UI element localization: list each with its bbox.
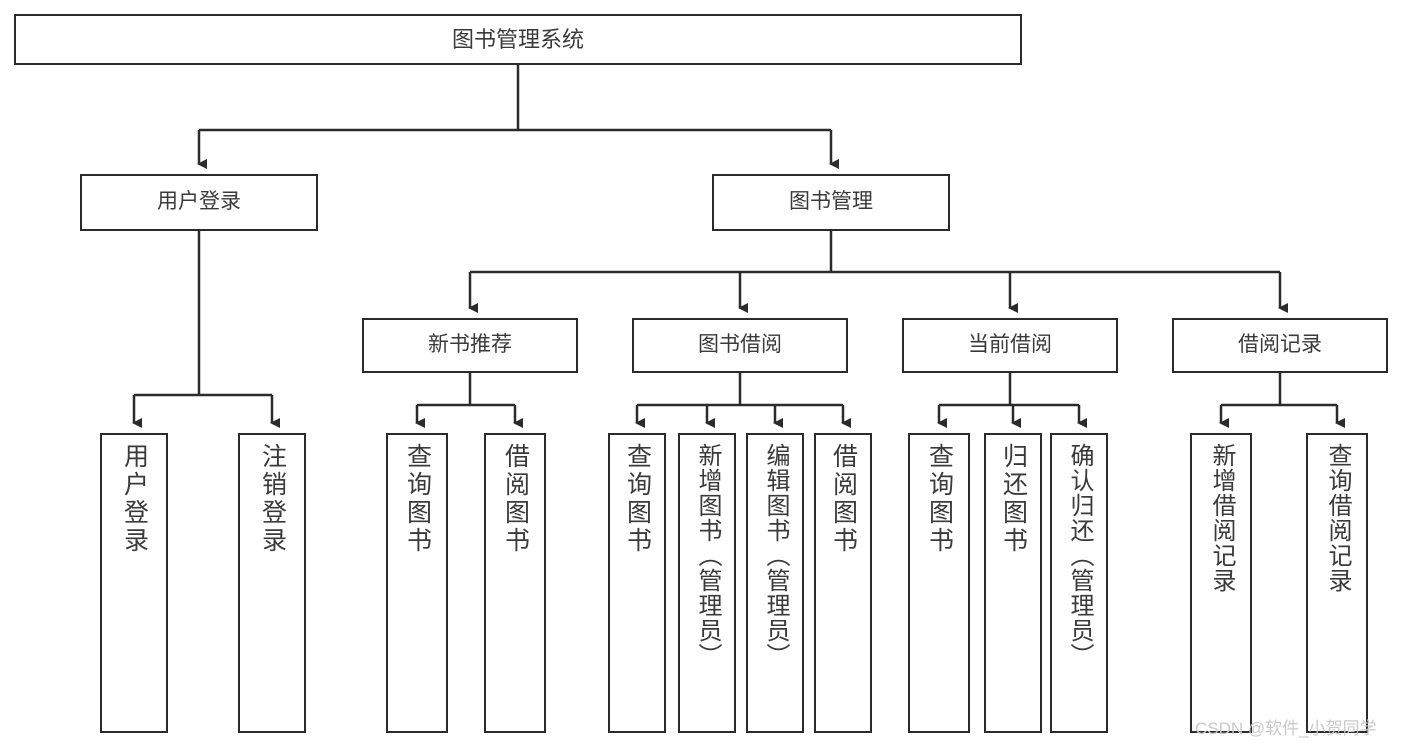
node-book-manage-label: 图书管理 (789, 190, 873, 214)
leaf-leaf-edit-book[interactable]: 编辑图书（管理员） (746, 433, 804, 733)
node-root[interactable]: 图书管理系统 (14, 14, 1022, 65)
node-borrow-record[interactable]: 借阅记录 (1172, 318, 1388, 373)
leaf-leaf-add-book-label: 新增图书（管理员） (694, 443, 721, 668)
node-new-book-recommend[interactable]: 新书推荐 (362, 318, 578, 373)
leaf-leaf-borrow-book-label: 借阅图书 (829, 443, 858, 555)
leaf-leaf-query-book-cur-label: 查询图书 (925, 443, 954, 555)
leaf-leaf-user-login-label: 用户登录 (120, 443, 149, 555)
node-root-label: 图书管理系统 (451, 26, 584, 52)
node-book-borrow[interactable]: 图书借阅 (632, 318, 848, 373)
leaf-leaf-query-book-cur[interactable]: 查询图书 (908, 433, 970, 733)
leaf-leaf-return-book-label: 归还图书 (999, 443, 1028, 555)
leaf-leaf-query-book-borrow[interactable]: 查询图书 (608, 433, 666, 733)
leaf-leaf-borrow-book[interactable]: 借阅图书 (814, 433, 872, 733)
leaf-leaf-add-record-label: 新增借阅记录 (1208, 443, 1235, 593)
leaf-leaf-logout[interactable]: 注销登录 (238, 433, 306, 733)
node-user-login[interactable]: 用户登录 (80, 174, 318, 231)
leaf-leaf-borrow-book-new[interactable]: 借阅图书 (484, 433, 546, 733)
node-current-borrow[interactable]: 当前借阅 (902, 318, 1118, 373)
leaf-leaf-confirm-return-label: 确认归还（管理员） (1066, 443, 1093, 668)
leaf-leaf-edit-book-label: 编辑图书（管理员） (762, 443, 789, 668)
csdn-watermark: CSDN @软件_小贺同学 (1195, 719, 1377, 738)
leaf-leaf-user-login[interactable]: 用户登录 (100, 433, 168, 733)
leaf-leaf-add-book[interactable]: 新增图书（管理员） (678, 433, 736, 733)
leaf-leaf-logout-label: 注销登录 (258, 443, 287, 555)
leaf-leaf-query-record[interactable]: 查询借阅记录 (1306, 433, 1368, 733)
leaf-leaf-query-book-new-label: 查询图书 (403, 443, 432, 555)
node-current-borrow-label: 当前借阅 (968, 333, 1052, 357)
leaf-leaf-query-book-new[interactable]: 查询图书 (386, 433, 448, 733)
leaf-leaf-add-record[interactable]: 新增借阅记录 (1190, 433, 1252, 733)
leaf-leaf-query-book-borrow-label: 查询图书 (623, 443, 652, 555)
leaf-leaf-query-record-label: 查询借阅记录 (1324, 443, 1351, 593)
leaf-leaf-return-book[interactable]: 归还图书 (984, 433, 1042, 733)
node-new-book-recommend-label: 新书推荐 (428, 333, 512, 357)
node-borrow-record-label: 借阅记录 (1238, 333, 1322, 357)
leaf-leaf-borrow-book-new-label: 借阅图书 (501, 443, 530, 555)
leaf-leaf-confirm-return[interactable]: 确认归还（管理员） (1050, 433, 1108, 733)
node-book-borrow-label: 图书借阅 (698, 333, 782, 357)
node-book-manage[interactable]: 图书管理 (712, 174, 950, 231)
node-user-login-label: 用户登录 (157, 190, 241, 214)
